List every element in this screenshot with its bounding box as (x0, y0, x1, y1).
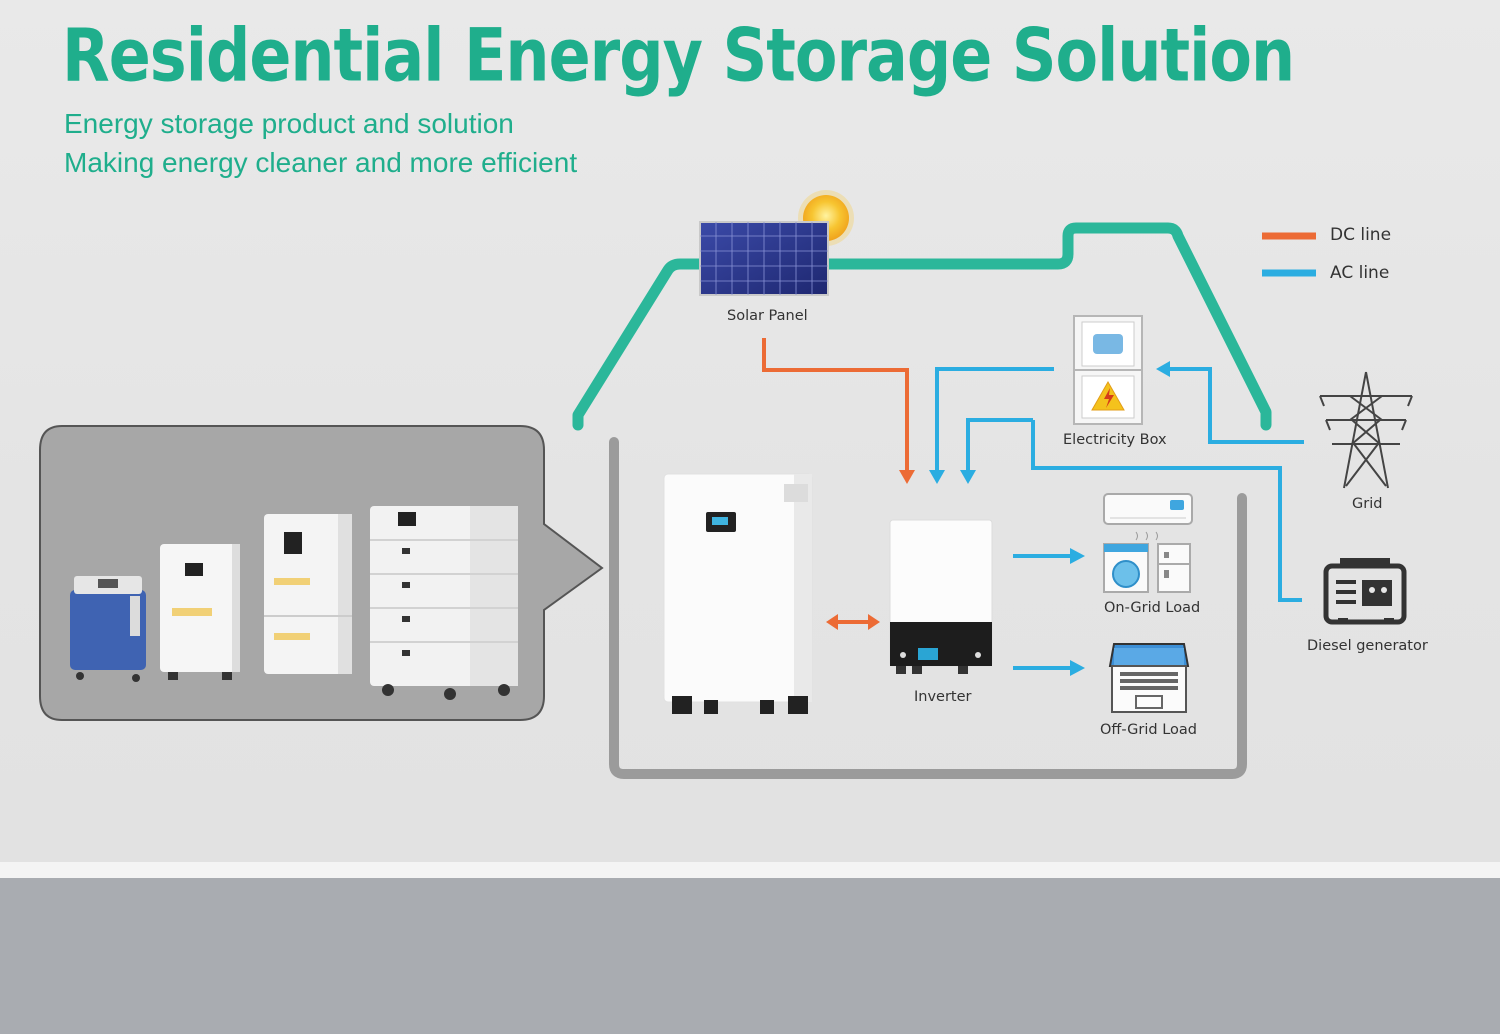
page-title: Residential Energy Storage Solution (62, 12, 1295, 99)
background-bottom (0, 878, 1500, 1034)
diesel-generator-icon (1323, 558, 1407, 625)
dc-line-solar-to-inverter (762, 338, 909, 472)
washing-machine-icon (1103, 543, 1149, 593)
background-divider (0, 862, 1500, 878)
subtitle-line-2: Making energy cleaner and more efficient (64, 147, 578, 178)
label-off-grid-load: Off-Grid Load (1100, 722, 1197, 738)
label-grid: Grid (1352, 496, 1383, 512)
grid-tower-icon (1319, 371, 1413, 489)
fridge-icon (1157, 543, 1191, 593)
solar-panel-icon (699, 221, 829, 296)
inverter-icon (889, 519, 993, 674)
laptop-icon (1108, 643, 1190, 713)
air-conditioner-icon (1103, 493, 1193, 541)
label-solar-panel: Solar Panel (727, 308, 808, 324)
battery-inverter-link (826, 614, 880, 630)
label-electricity-box: Electricity Box (1063, 432, 1167, 448)
house-outline (609, 437, 1247, 779)
legend-ac-label: AC line (1330, 263, 1390, 283)
product-lineup-callout (39, 425, 604, 721)
label-on-grid-load: On-Grid Load (1104, 600, 1201, 616)
wall-battery-icon (160, 544, 240, 680)
roof-line (572, 222, 1272, 431)
label-diesel-generator: Diesel generator (1307, 638, 1428, 654)
ac-lines (935, 367, 1304, 670)
subtitle-line-1: Energy storage product and solution (64, 108, 514, 139)
battery-icon (663, 473, 813, 714)
electricity-box-icon (1073, 315, 1143, 425)
stacked-battery-icon (264, 514, 352, 674)
legend-dc-label: DC line (1330, 225, 1392, 245)
label-inverter: Inverter (914, 689, 972, 705)
portable-battery-icon (70, 576, 146, 682)
ac-arrowheads (929, 361, 1170, 676)
tall-stacked-battery-icon (370, 506, 518, 700)
